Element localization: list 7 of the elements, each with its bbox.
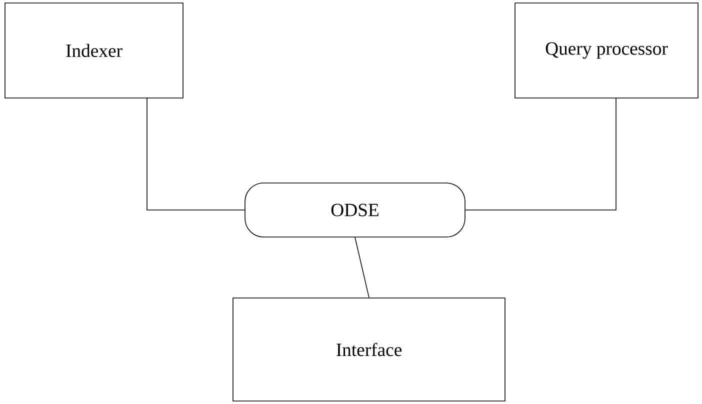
rounded-box: ODSE [244,182,466,238]
process-box: Indexer [4,2,184,98]
connector-line [354,237,370,298]
process-box: Query processor [514,2,698,98]
process-box: Interface [232,298,506,402]
connector-line [146,98,245,210]
connector-line [465,98,616,210]
